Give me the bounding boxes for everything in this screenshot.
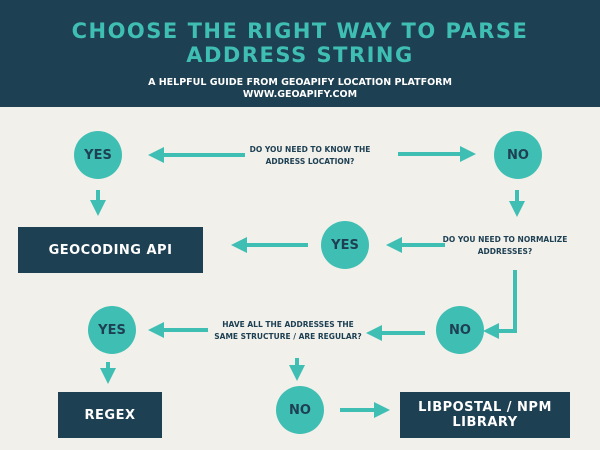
q3-yes-node: YES	[88, 306, 136, 354]
subtitle-text: A HELPFUL GUIDE FROM GEOAPIFY LOCATION P…	[148, 77, 452, 88]
arrow-q2-no	[483, 270, 517, 339]
q2-no-node: NO	[436, 306, 484, 354]
header: CHOOSE THE RIGHT WAY TO PARSE ADDRESS ST…	[0, 0, 600, 107]
q1-no-node: NO	[494, 131, 542, 179]
page-title: CHOOSE THE RIGHT WAY TO PARSE ADDRESS ST…	[0, 19, 600, 67]
q3-no-node: NO	[276, 386, 324, 434]
result-regex: REGEX	[58, 392, 162, 438]
libpostal-line-2: LIBRARY	[452, 415, 518, 430]
q1-yes-node: YES	[74, 131, 122, 179]
question-address-location: DO YOU NEED TO KNOW THE ADDRESS LOCATION…	[230, 144, 390, 168]
q1-line-1: DO YOU NEED TO KNOW THE	[249, 145, 371, 154]
q3-line-2: SAME STRUCTURE / ARE REGULAR?	[214, 332, 362, 341]
question-same-structure: HAVE ALL THE ADDRESSES THE SAME STRUCTUR…	[208, 319, 368, 343]
title-line-1: CHOOSE THE RIGHT WAY TO PARSE	[71, 19, 529, 43]
libpostal-line-1: LIBPOSTAL / NPM	[418, 400, 552, 415]
result-libpostal: LIBPOSTAL / NPM LIBRARY	[400, 392, 570, 438]
result-geocoding-api: GEOCODING API	[18, 227, 203, 273]
q1-line-2: ADDRESS LOCATION?	[265, 157, 355, 166]
question-normalize: DO YOU NEED TO NORMALIZE ADDRESSES?	[440, 234, 570, 258]
q2-line-1: DO YOU NEED TO NORMALIZE	[442, 235, 568, 244]
subtitle: A HELPFUL GUIDE FROM GEOAPIFY LOCATION P…	[0, 77, 600, 101]
website-url: WWW.GEOAPIFY.COM	[242, 89, 358, 100]
q3-line-1: HAVE ALL THE ADDRESSES THE	[222, 320, 354, 329]
title-line-2: ADDRESS STRING	[186, 43, 414, 67]
q2-yes-node: YES	[321, 221, 369, 269]
q2-line-2: ADDRESSES?	[477, 247, 533, 256]
